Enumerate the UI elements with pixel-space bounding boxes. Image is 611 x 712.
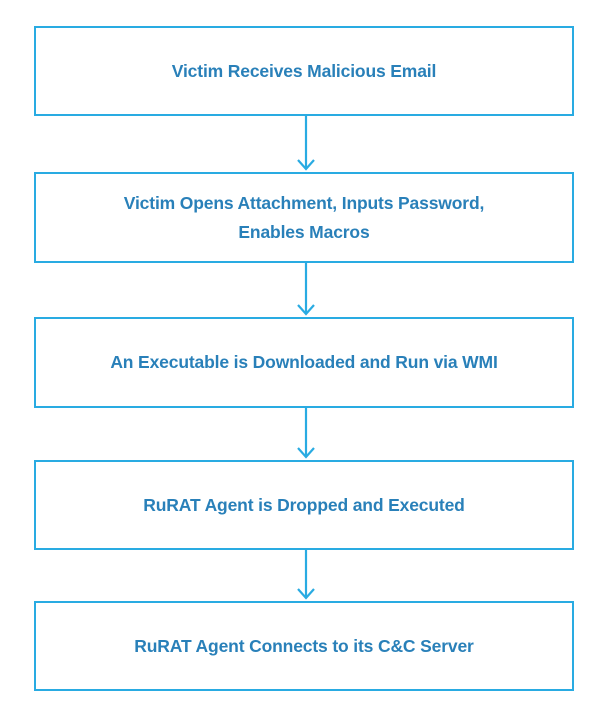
flow-connector-4 <box>0 550 611 601</box>
flow-node-label: Victim Receives Malicious Email <box>171 60 437 81</box>
arrow-down-icon <box>297 263 315 316</box>
flow-connector-3 <box>0 408 611 460</box>
flow-node-label: An Executable is Downloaded and Run via … <box>110 352 498 372</box>
flow-node-stage-5: RuRAT Agent Connects to its C&C Server <box>34 601 574 691</box>
flow-node-stage-4: RuRAT Agent is Dropped and Executed <box>34 460 574 550</box>
arrow-down-icon <box>297 550 315 600</box>
arrow-down-icon <box>297 116 315 171</box>
arrow-down-icon <box>297 408 315 459</box>
flow-node-label: RuRAT Agent is Dropped and Executed <box>143 494 465 515</box>
flow-node-stage-1: Victim Receives Malicious Email <box>34 26 574 116</box>
flow-connector-2 <box>0 263 611 317</box>
flow-node-stage-3: An Executable is Downloaded and Run via … <box>34 317 574 408</box>
flow-connector-1 <box>0 116 611 172</box>
flow-node-label: RuRAT Agent Connects to its C&C Server <box>134 635 474 656</box>
flow-node-label: Victim Opens Attachment, Inputs Password… <box>123 192 485 242</box>
flow-node-stage-2: Victim Opens Attachment, Inputs Password… <box>34 172 574 263</box>
